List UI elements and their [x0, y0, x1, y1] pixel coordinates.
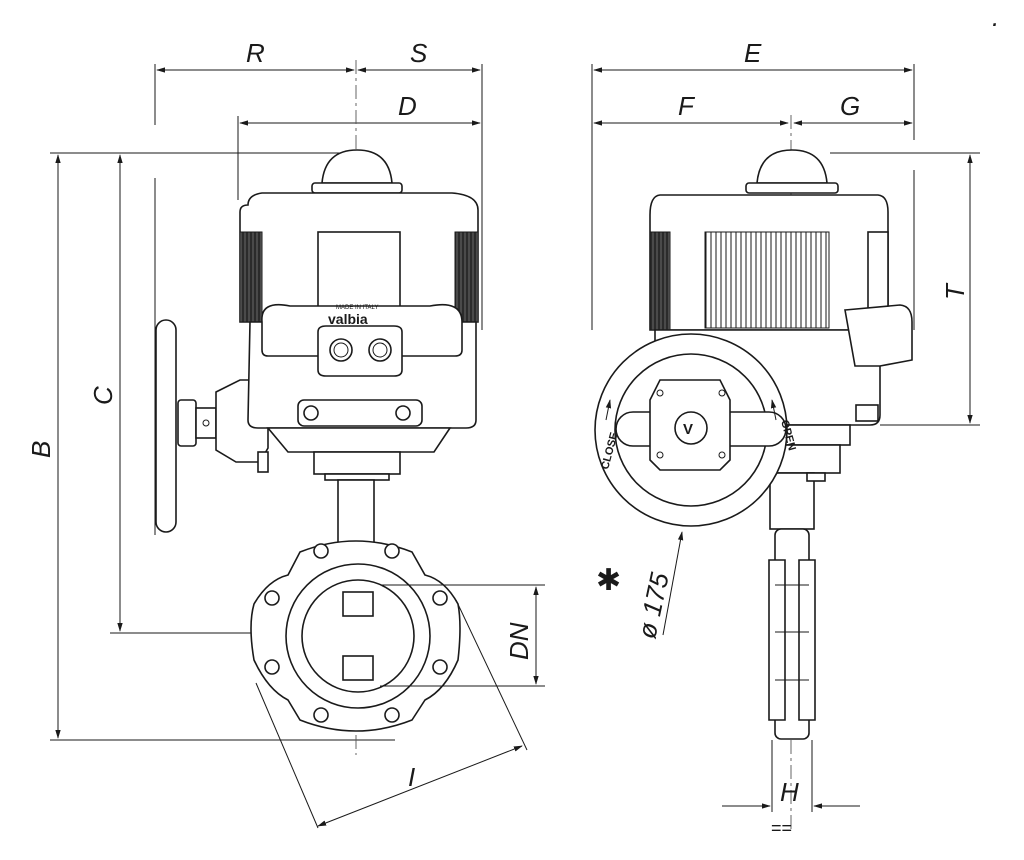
label-R: R — [246, 38, 265, 68]
handwheel-front[interactable]: V CLOSE OPEN — [594, 333, 798, 527]
label-DN: DN — [504, 622, 534, 660]
corner-mark: . — [992, 2, 999, 32]
dimension-T: T — [830, 152, 980, 426]
hub-letter: V — [683, 421, 693, 438]
label-diameter: ø 175 — [632, 569, 675, 641]
label-E: E — [744, 38, 762, 68]
label-G: G — [840, 91, 860, 121]
cable-gland — [368, 338, 392, 362]
equal-mark: == — [771, 818, 792, 838]
dimension-E: E — [591, 38, 915, 330]
asterisk-mark: ✱ — [596, 564, 621, 597]
dimension-S: S — [357, 38, 483, 330]
label-B: B — [26, 441, 56, 458]
valbia-logo: valbia MADE IN ITALY — [328, 305, 378, 327]
label-T: T — [940, 282, 970, 300]
dimension-DN: DN — [380, 584, 545, 687]
dimension-B: B — [26, 152, 395, 741]
label-H: H — [780, 777, 799, 807]
dimension-G: G — [793, 91, 913, 126]
left-view: R S D B C — [26, 38, 545, 829]
cable-gland — [329, 338, 353, 362]
label-C: C — [88, 386, 118, 405]
label-I: I — [408, 762, 415, 792]
dimension-D: D — [237, 91, 481, 200]
logo-subtext: MADE IN ITALY — [336, 305, 378, 311]
logo-text: valbia — [328, 311, 368, 327]
label-F: F — [678, 91, 696, 121]
lug-valve-body — [250, 540, 461, 732]
dimension-I: I — [255, 599, 528, 829]
dimension-F: F — [593, 91, 789, 126]
label-S: S — [410, 38, 428, 68]
indicator-dome-right — [756, 149, 828, 184]
dimension-H: H == — [722, 740, 860, 838]
right-view: E F G T — [591, 38, 980, 838]
indicator-dome-left — [321, 149, 393, 184]
dimension-R: R — [154, 38, 355, 125]
label-D: D — [398, 91, 417, 121]
dimension-diameter: ø 175 ✱ — [596, 531, 684, 641]
